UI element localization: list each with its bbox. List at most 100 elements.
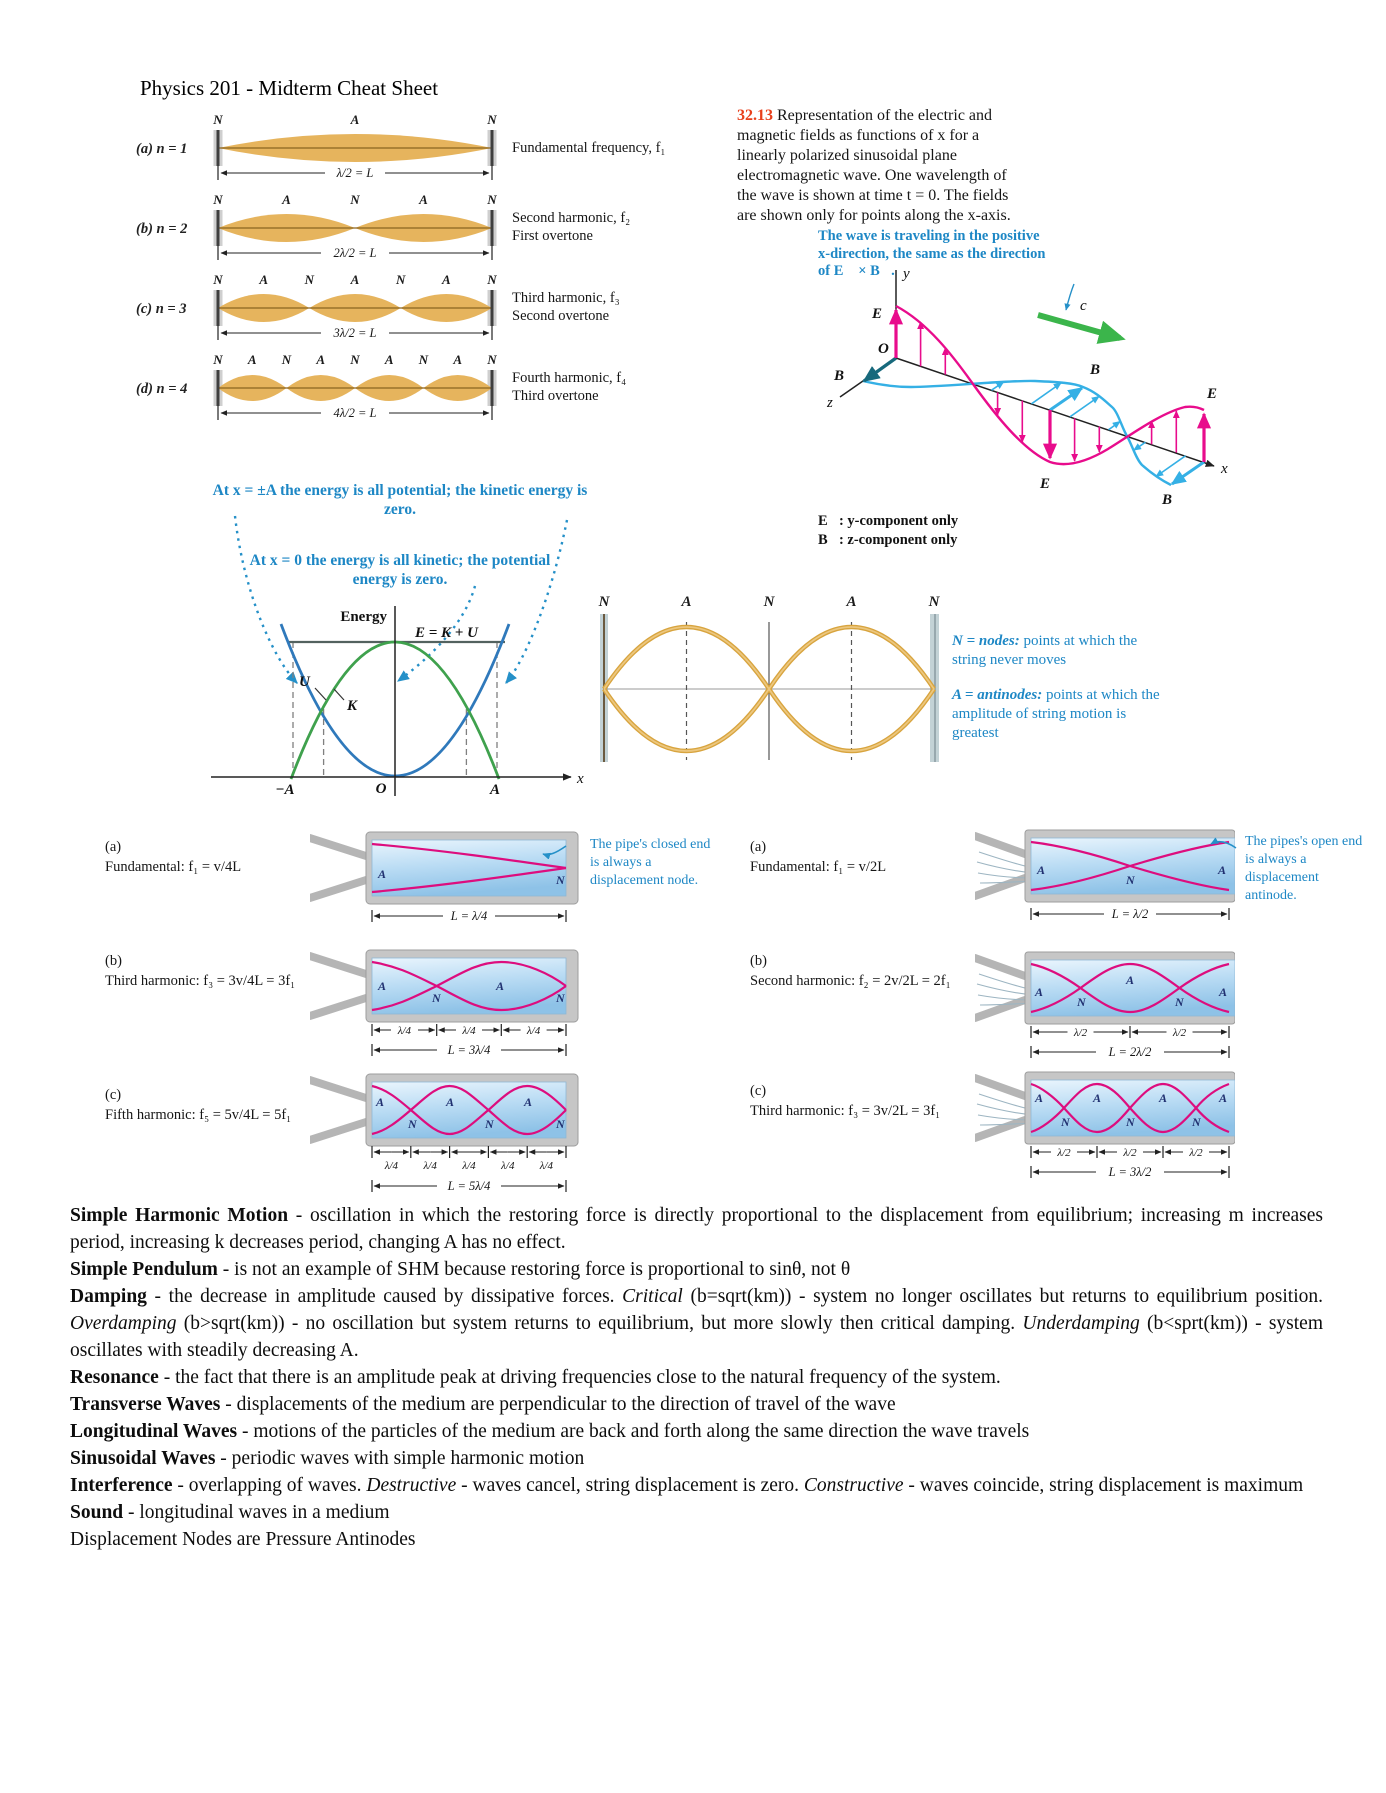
svg-text:L = λ/2: L = λ/2 [1111,907,1149,921]
definition-sound: Sound - longitudinal waves in a medium [70,1502,390,1523]
svg-text:λ/4: λ/4 [384,1160,399,1172]
antinodes-definition: A = antinodes: points at which the ampli… [952,687,1160,742]
svg-text:N: N [281,352,292,367]
svg-text:N: N [486,192,497,207]
svg-text:A: A [1218,985,1227,999]
svg-text:A: A [1036,863,1045,877]
formula: Fifth harmonic: f₅ = 5v/4L = 5f₁ [105,1106,292,1123]
svg-text:N: N [1060,1115,1071,1129]
svg-text:N: N [555,991,566,1005]
origin-label: O [376,781,387,797]
svg-text:(c) n = 3: (c) n = 3 [136,301,187,317]
closed-pipe-c-figure: A N A N A N λ/4 λ/4 λ/4 λ/4 λ/4 L = 5λ/4 [310,1073,579,1193]
svg-text:N: N [1174,995,1185,1009]
svg-text:A: A [445,1095,454,1109]
svg-text:A: A [384,352,394,367]
svg-text:N: N [418,352,429,367]
svg-text:N: N [1076,995,1087,1009]
open-pipe-b-label: (b) Second harmonic: f₂ = 2v/2L = 2f₁ [750,952,972,991]
definition-resonance: Resonance - the fact that there is an am… [70,1367,1001,1388]
nodes-antinodes-key: N = nodes: points at which the string ne… [952,632,1166,743]
svg-text:A: A [1034,1091,1043,1105]
open-note-arrow [1210,837,1237,849]
svg-text:N: N [1125,873,1136,887]
svg-text:A: A [315,352,325,367]
closed-pipe-b-figure: A N A N λ/4 λ/4 λ/4 L = 3λ/4 [310,949,579,1057]
formula: Fundamental: f₁ = v/2L [750,858,887,875]
x-axis-label: x [576,771,584,787]
node-antinode-label: A [350,112,360,127]
svg-text:λ/4: λ/4 [500,1160,515,1172]
x-axis-label: x [1220,461,1228,477]
em-figure-caption: 32.13 Representation of the electric and… [737,106,1029,226]
svg-text:λ/4: λ/4 [397,1025,412,1037]
u-curve-label: U [299,674,311,690]
svg-text:A: A [418,192,428,207]
svg-text:λ/2: λ/2 [1056,1147,1071,1159]
b-field-label: B⃗ [1089,362,1112,378]
svg-text:(b) n = 2: (b) n = 2 [136,221,187,237]
svg-text:L = 5λ/4: L = 5λ/4 [447,1179,491,1193]
nodes-antinodes-figure: N A N A N [598,594,941,762]
svg-text:(d) n = 4: (d) n = 4 [136,381,187,397]
definition-shm: Simple Harmonic Motion - oscillation in … [70,1205,1324,1253]
svg-text:N: N [555,873,566,887]
svg-text:A: A [1034,985,1043,999]
svg-text:A: A [523,1095,532,1109]
svg-text:4λ/2 = L: 4λ/2 = L [333,406,376,420]
svg-text:A: A [495,979,504,993]
node-antinode-label: N [212,112,223,127]
svg-text:A: A [281,192,291,207]
svg-text:N: N [407,1117,418,1131]
svg-text:A: A [375,1095,384,1109]
svg-text:Third overtone: Third overtone [512,388,599,404]
svg-text:N: N [928,594,941,610]
e-field-label: E⃗ [1039,476,1062,492]
definition-pendulum: Simple Pendulum - is not an example of S… [70,1259,851,1280]
definition-sinusoidal: Sinusoidal Waves - periodic waves with s… [70,1448,585,1469]
svg-text:N: N [486,272,497,287]
svg-text:A: A [1158,1091,1167,1105]
closed-pipe-note: The pipe's closed end is always a displa… [590,837,711,888]
minus-a-label: −A [275,782,294,798]
em-annotation: The wave is traveling in the positive x-… [818,228,1046,280]
e-component-note: E⃗: y-component only [818,513,959,529]
string-harmonics-row-c: (c) n = 3 N A N A N A N 3λ/2 = L Third h… [136,272,620,340]
svg-text:N: N [212,272,223,287]
energy-note-potential: At x = ±A the energy is all potential; t… [212,482,588,518]
svg-text:Fourth harmonic, f₄: Fourth harmonic, f₄ [512,370,626,386]
svg-text:2λ/2 = L: 2λ/2 = L [333,246,376,260]
z-axis-label: z [826,395,833,411]
svg-text:N: N [484,1117,495,1131]
svg-text:A: A [377,979,386,993]
em-wave-figure: y z x O c E⃗ E⃗ E⃗ B⃗ B⃗ B⃗ [826,266,1229,508]
svg-text:A: A [441,272,451,287]
origin-label: O [878,341,889,357]
formula: Third harmonic: f₃ = 3v/2L = 3f₁ [750,1102,941,1119]
string-harmonics-row-a: (a) n = 1 N A N λ/2 = L Fundamental freq… [136,112,666,180]
speed-label: c [1080,298,1087,314]
open-pipe-c-figure: A N A N A N A λ/2 λ/2 λ/2 L = 3λ/2 [975,1071,1235,1179]
plus-a-label: A [489,782,500,798]
figure-caption-text: Representation of the electric and magne… [737,107,1011,224]
svg-text:λ/2: λ/2 [1172,1027,1187,1039]
svg-text:N: N [212,352,223,367]
string-harmonics-row-d: (d) n = 4 N A N A N A N A N 4λ/2 = L Fou… [136,352,626,420]
svg-text:λ/4: λ/4 [461,1025,476,1037]
k-curve-label: K [346,698,358,714]
svg-text:A: A [1218,1091,1227,1105]
definition-interference: Interference - overlapping of waves. Des… [70,1475,1304,1496]
definition-damping: Damping - the decrease in amplitude caus… [70,1286,1324,1361]
svg-text:L = λ/4: L = λ/4 [450,909,488,923]
closed-pipe-c-label: (c) Fifth harmonic: f₅ = 5v/4L = 5f₁ [105,1086,330,1125]
svg-text:L = 3λ/4: L = 3λ/4 [447,1043,491,1057]
svg-text:λ/2: λ/2 [1073,1027,1088,1039]
open-pipe-note: The pipes's open end is always a displac… [1245,834,1363,903]
svg-text:N: N [1191,1115,1202,1129]
open-pipe-c-label: (c) Third harmonic: f₃ = 3v/2L = 3f₁ [750,1082,972,1121]
svg-text:Second harmonic, f₂: Second harmonic, f₂ [512,210,630,226]
svg-text:N: N [555,1117,566,1131]
page-title: Physics 201 - Midterm Cheat Sheet [140,76,439,100]
svg-text:A: A [258,272,268,287]
